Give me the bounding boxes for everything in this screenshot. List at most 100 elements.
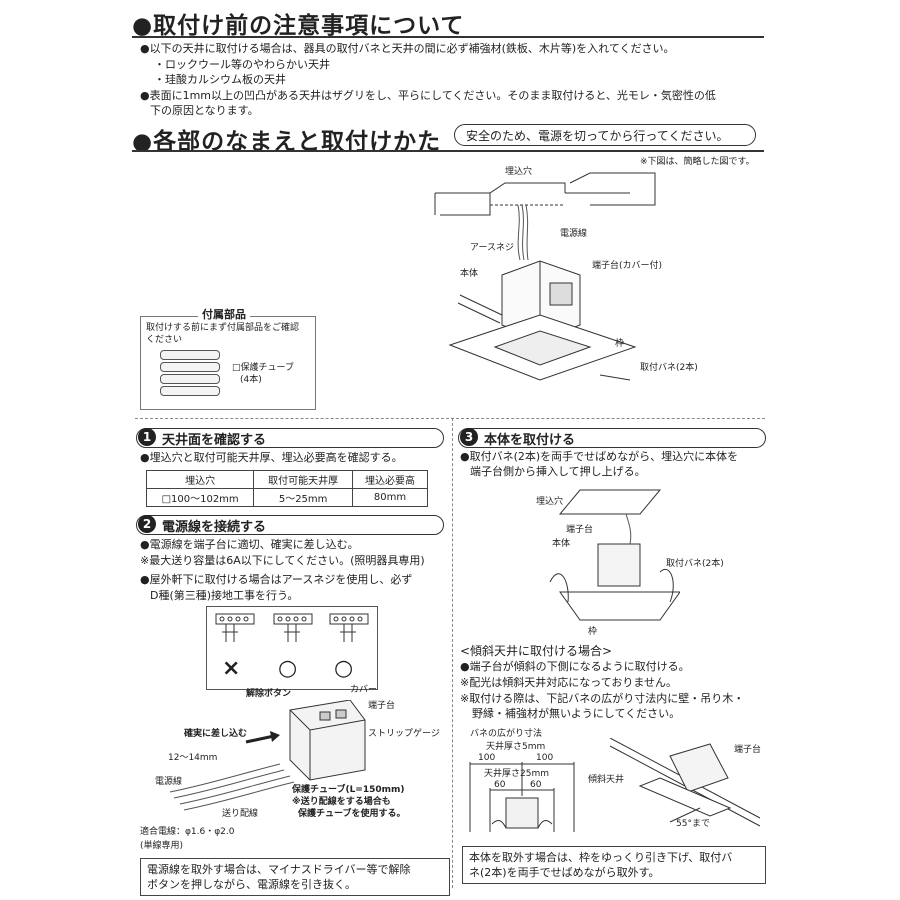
- slope-title: <傾斜天井に取付ける場合>: [460, 644, 613, 658]
- thickness-25-label: 天井厚さ25mm: [484, 769, 549, 779]
- mark-ok-1: ○: [278, 656, 298, 681]
- step2-line1: ●電源線を端子台に適切、確実に差し込む。: [140, 538, 359, 551]
- step1-text: ●埋込穴と取付可能天井厚、埋込必要高を確認する。: [140, 451, 403, 464]
- dim-60-left: 60: [494, 780, 506, 790]
- spec-cell-umekomi: □100〜102mm: [145, 488, 255, 507]
- connection-examples-svg: [215, 613, 369, 642]
- install-illustration: [549, 489, 680, 621]
- tube-4: [160, 386, 220, 396]
- step3-line2: 端子台側から挿入して押し上げる。: [470, 465, 646, 478]
- diag-earth-label: アースネジ: [470, 243, 515, 253]
- mark-ng: ×: [222, 656, 241, 681]
- step1-spec-table: 埋込穴 取付可能天井厚 埋込必要高 □100〜102mm 5〜25mm 80mm: [145, 470, 428, 507]
- step3-bane-label: 取付バネ(2本): [666, 559, 724, 569]
- spec-header-height: 埋込必要高: [352, 470, 428, 489]
- step1-title: 天井面を確認する: [162, 433, 267, 448]
- step2-line4: D種(第三種)接地工事を行う。: [150, 589, 299, 602]
- step3-title: 本体を取付ける: [484, 433, 576, 448]
- step3-line1: ●取付バネ(2本)を両手でせばめながら、埋込穴に本体を: [460, 450, 739, 463]
- step3-remove-a: 本体を取外す場合は、枠をゆっくり引き下げ、取付バ: [469, 851, 733, 864]
- dim-60-right: 60: [530, 780, 542, 790]
- accessory-title: 付属部品: [198, 306, 250, 322]
- step1-number: 1: [138, 428, 156, 446]
- divider-horizontal: [135, 418, 765, 419]
- section1-bullet2b: 下の原因となります。: [150, 104, 259, 117]
- fixture-body: [448, 260, 637, 381]
- tube-3: [160, 374, 220, 384]
- tube-note-a: 保護チューブ(L=150mm): [292, 785, 405, 795]
- step3-tanshidai-label: 端子台: [566, 525, 594, 535]
- step2-line2: ※最大送り容量は6A以下にしてください。(照明器具専用): [140, 554, 425, 567]
- section1-title: ●取付け前の注意事項について: [132, 13, 465, 39]
- fixture-diagram: [434, 172, 656, 381]
- slope-line1: ●端子台が傾斜の下側になるように取付ける。: [460, 660, 690, 673]
- slope-angle-label: 55°まで: [676, 819, 710, 829]
- connection-examples-box: [206, 606, 378, 690]
- section1-sub2: ・珪酸カルシウム板の天井: [154, 73, 286, 86]
- slope-line2: ※配光は傾斜天井対応になっておりません。: [460, 676, 678, 689]
- mark-ok-2: ○: [334, 656, 354, 681]
- spec-cell-height: 80mm: [352, 488, 428, 507]
- insert-label: 確実に差し込む: [184, 729, 248, 739]
- diag-tanshidai-label: 端子台(カバー付): [592, 261, 663, 271]
- section1-bullet1: ●以下の天井に取付ける場合は、器具の取付バネと天井の間に必ず補強材(鉄板、木片等…: [140, 42, 675, 55]
- terminal-label: 端子台: [368, 701, 396, 711]
- power-wire-label: 電源線: [155, 777, 183, 787]
- slope-tanshidai-label: 端子台: [734, 745, 762, 755]
- divider-vertical: [452, 418, 453, 888]
- wire-spec-a: 適合電線：φ1.6・φ2.0: [140, 827, 235, 837]
- step2-remove-note: 電源線を取外す場合は、マイナスドライバー等で解除 ボタンを押しながら、電源線を引…: [140, 858, 450, 896]
- section2-rule: [132, 150, 764, 152]
- section1-sub1: ・ロックウール等のやわらかい天井: [154, 58, 330, 71]
- spec-header-thickness: 取付可能天井厚: [253, 470, 353, 489]
- tube-2: [160, 362, 220, 372]
- tube-note-b: ※送り配線をする場合も: [292, 797, 391, 807]
- step2-title: 電源線を接続する: [162, 520, 267, 535]
- diag-bane-label: 取付バネ(2本): [640, 363, 698, 373]
- spread-dimension-diagram: [469, 762, 575, 832]
- wires: [517, 204, 529, 261]
- spec-header-umekomi: 埋込穴: [145, 470, 255, 489]
- step3-remove-b: ネ(2本)を両手でせばめながら取外す。: [469, 866, 660, 879]
- diag-waku-label: 枠: [615, 339, 625, 349]
- step3-number: 3: [460, 428, 478, 446]
- thickness-5-label: 天井厚さ5mm: [486, 742, 546, 752]
- release-button-label: 解除ボタン: [246, 689, 292, 699]
- step3-umekomi-label: 埋込穴: [536, 497, 564, 507]
- step3-badge: [458, 428, 766, 448]
- step3-remove-note: 本体を取外す場合は、枠をゆっくり引き下げ、取付バ ネ(2本)を両手でせばめながら…: [462, 846, 766, 884]
- step3-waku-label: 枠: [588, 627, 598, 637]
- accessory-tube-label: □保護チューブ: [232, 363, 294, 373]
- step2-line3: ●屋外軒下に取付ける場合はアースネジを使用し、必ず: [140, 573, 413, 586]
- strip-gauge-label: ストリップゲージ: [368, 729, 440, 739]
- cover-label: カバー: [350, 685, 378, 695]
- accessory-tube-count: (4本): [240, 375, 262, 385]
- feed-wire-label: 送り配線: [222, 809, 259, 819]
- strip-length-label: 12〜14mm: [168, 753, 218, 763]
- section1-bullet2a: ●表面に1mm以上の凹凸がある天井はザグリをし、平らにしてください。そのまま取付…: [140, 89, 716, 102]
- diag-umekomi-label: 埋込穴: [505, 167, 533, 177]
- ceiling-illustration: [434, 172, 656, 216]
- spread-title: バネの広がり寸法: [470, 729, 543, 739]
- step1-badge: [136, 428, 444, 448]
- slope-line4: 野縁・補強材が無いようにしてください。: [472, 707, 681, 720]
- dim-100-left: 100: [478, 753, 496, 763]
- slope-illustration: [610, 738, 760, 827]
- safety-badge: [454, 124, 756, 146]
- tube-1: [160, 350, 220, 360]
- slope-ceiling-label: 傾斜天井: [588, 775, 625, 785]
- step2-number: 2: [138, 515, 156, 533]
- accessory-desc1: 取付けする前にまず付属部品をご確認: [146, 323, 300, 333]
- simplified-note: ※下図は、簡略した図です。: [640, 157, 755, 167]
- safety-text: 安全のため、電源を切ってから行ってください。: [466, 129, 729, 143]
- wire-spec-b: (単線専用): [140, 841, 184, 851]
- section1-rule: [132, 36, 764, 38]
- diag-dengensen-label: 電源線: [560, 229, 588, 239]
- dim-100-right: 100: [536, 753, 554, 763]
- spec-cell-thickness: 5〜25mm: [253, 488, 353, 507]
- step2-remove-a: 電源線を取外す場合は、マイナスドライバー等で解除: [147, 863, 411, 876]
- accessory-desc2: ください: [146, 335, 183, 345]
- tube-note-c: 保護チューブを使用する。: [298, 809, 406, 819]
- terminal-illustration: [169, 700, 366, 811]
- step3-hontai-label: 本体: [552, 539, 571, 549]
